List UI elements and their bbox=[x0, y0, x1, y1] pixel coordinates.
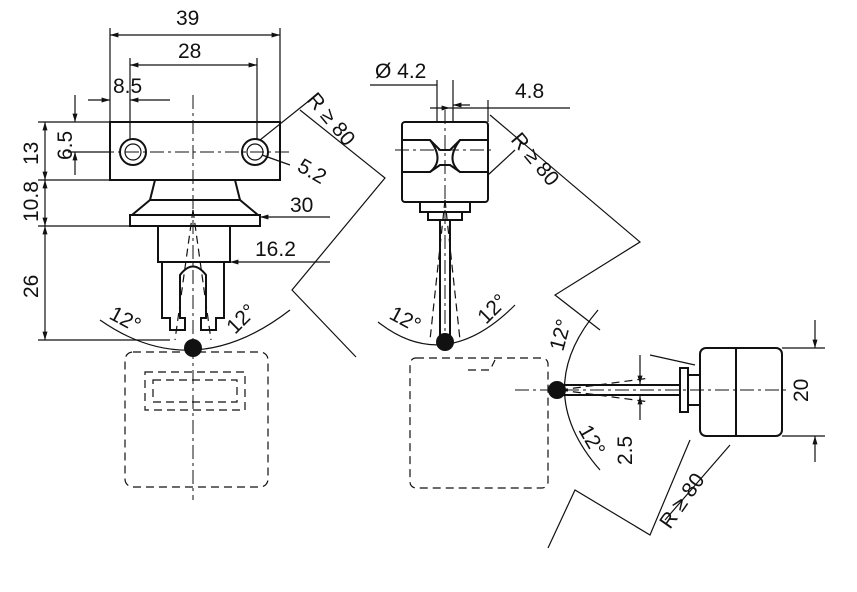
dim-16-2: 16.2 bbox=[255, 238, 296, 261]
radius-label: R ≥ 80 bbox=[655, 469, 709, 533]
radius-label: R ≥ 80 bbox=[506, 128, 563, 190]
dim-13: 13 bbox=[20, 142, 43, 165]
dim-20: 20 bbox=[790, 379, 813, 402]
dim-6-5: 6.5 bbox=[54, 131, 77, 160]
dim-5-2: 5.2 bbox=[294, 154, 331, 189]
angle-bottom: 12° bbox=[574, 421, 610, 460]
angle-left: 12° bbox=[106, 302, 145, 337]
actuator-ball bbox=[436, 333, 454, 351]
dim-4-8: 4.8 bbox=[515, 80, 544, 103]
side-view: Ø 4.2 4.8 12° 12° R ≥ 80 bbox=[370, 60, 642, 489]
dim-39: 39 bbox=[176, 7, 199, 30]
dim-26: 26 bbox=[20, 275, 43, 298]
angle-top: 12° bbox=[546, 317, 576, 354]
dim-rod-diameter: Ø 4.2 bbox=[375, 60, 426, 83]
dim-30: 30 bbox=[290, 194, 313, 217]
dim-28: 28 bbox=[178, 40, 201, 63]
dim-8-5: 8.5 bbox=[113, 75, 142, 98]
horizontal-view: 20 12° 12° 2.5 R ≥ 80 bbox=[515, 309, 825, 549]
actuator-ball bbox=[184, 339, 202, 357]
front-view: 39 28 8.5 13 10.8 26 6.5 bbox=[20, 7, 386, 500]
angle-right: 12° bbox=[473, 290, 512, 329]
dim-10-8: 10.8 bbox=[20, 181, 43, 222]
dim-2-5: 2.5 bbox=[614, 436, 637, 465]
radius-label: R ≥ 80 bbox=[302, 88, 359, 150]
